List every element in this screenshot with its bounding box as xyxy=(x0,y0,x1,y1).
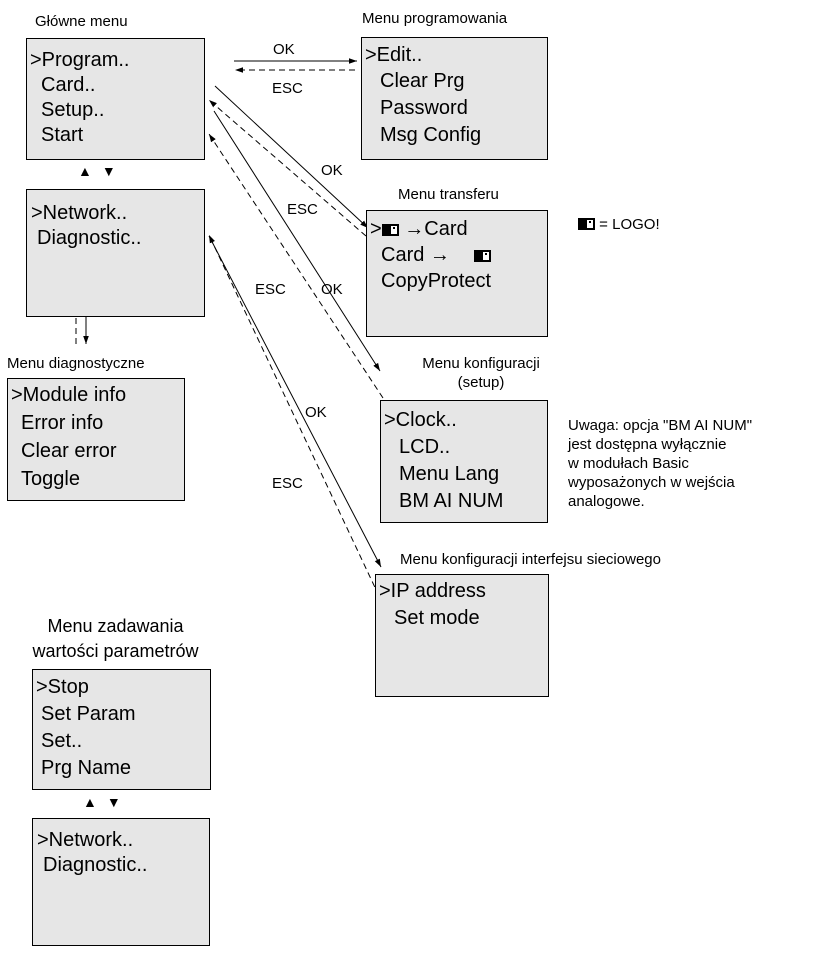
param-menu-item-stop: >Stop xyxy=(36,676,89,698)
logo-icon xyxy=(381,224,399,236)
label-esc-network: ESC xyxy=(272,475,303,492)
network-menu-title: Menu konfiguracji interfejsu sieciowego xyxy=(400,551,661,568)
diag-menu-item-clear-error: Clear error xyxy=(21,440,117,462)
label-esc-config: ESC xyxy=(255,281,286,298)
diag-menu-item-toggle: Toggle xyxy=(21,468,80,490)
param-menu-item-set-param: Set Param xyxy=(41,703,136,725)
main-menu-item-card: Card.. xyxy=(41,74,96,96)
main-menu-item-program: >Program.. xyxy=(30,49,130,71)
program-menu-item-msg-config: Msg Config xyxy=(380,124,482,146)
config-note: Uwaga: opcja "BM AI NUM" jest dostępna w… xyxy=(568,416,752,511)
config-note-line: wyposażonych w wejścia xyxy=(568,474,735,491)
arrow-esc-transfer xyxy=(208,99,367,237)
diag-menu-item-error-info: Error info xyxy=(21,412,104,434)
logo-icon xyxy=(473,250,491,262)
config-note-line: analogowe. xyxy=(568,493,645,510)
label-ok-program: OK xyxy=(273,41,295,58)
transfer-menu-item-card-to: Card → xyxy=(381,243,491,268)
logo-icon xyxy=(578,218,595,230)
config-menu-item-lcd: LCD.. xyxy=(399,436,451,458)
program-menu-item-password: Password xyxy=(380,97,468,119)
param-menu-title-2: wartości parametrów xyxy=(32,641,199,661)
diag-menu-title: Menu diagnostyczne xyxy=(7,355,145,372)
transfer-menu-item-copyprotect: CopyProtect xyxy=(381,270,492,292)
param-menu-nav-arrows: ▲▼ xyxy=(83,794,131,810)
label-esc-program: ESC xyxy=(272,80,303,97)
main-menu-item-setup: Setup.. xyxy=(41,99,105,121)
config-menu-item-clock: >Clock.. xyxy=(384,409,457,431)
transfer-to-card-label: →Card xyxy=(404,218,468,240)
label-ok-config: OK xyxy=(321,281,343,298)
logo-legend-text: = LOGO! xyxy=(599,216,660,233)
arrow-ok-transfer xyxy=(214,85,369,229)
config-note-line: w modułach Basic xyxy=(568,455,689,472)
config-note-line: jest dostępna wyłącznie xyxy=(568,436,727,453)
config-menu-screen: >Clock.. LCD.. Menu Lang BM AI NUM xyxy=(380,400,548,523)
main-menu-nav-arrows: ▲▼ xyxy=(78,163,126,179)
main-submenu-item-network: >Network.. xyxy=(31,202,128,224)
diag-menu-item-module-info: >Module info xyxy=(11,384,127,406)
config-menu-title-1: Menu konfiguracji xyxy=(422,355,540,372)
param-submenu-item-diagnostic: Diagnostic.. xyxy=(43,854,148,876)
transfer-menu-screen: > →Card Card → CopyProtect xyxy=(366,210,548,337)
program-menu-item-edit: >Edit.. xyxy=(365,44,423,66)
label-esc-transfer: ESC xyxy=(287,201,318,218)
main-menu-item-start: Start xyxy=(41,124,84,146)
network-menu-screen: >IP address Set mode xyxy=(375,574,549,697)
config-note-line: Uwaga: opcja "BM AI NUM" xyxy=(568,417,753,434)
param-menu-item-prg-name: Prg Name xyxy=(41,757,132,779)
param-menu-item-set: Set.. xyxy=(41,730,83,752)
diag-menu-screen: >Module info Error info Clear error Togg… xyxy=(7,378,185,501)
transfer-menu-item-to-card: > →Card xyxy=(370,217,468,242)
transfer-menu-title: Menu transferu xyxy=(398,186,499,203)
arrow-ok-config xyxy=(213,110,381,372)
network-menu-item-set-mode: Set mode xyxy=(394,607,480,629)
param-menu-screen: >Stop Set Param Set.. Prg Name xyxy=(32,669,211,790)
config-menu-item-bm-ai-num: BM AI NUM xyxy=(399,490,504,512)
arrow-esc-config xyxy=(208,133,384,399)
config-menu-title-2: (setup) xyxy=(457,374,505,391)
program-menu-title: Menu programowania xyxy=(362,10,508,27)
logo-legend: = LOGO! xyxy=(578,216,660,234)
main-submenu-item-diagnostic: Diagnostic.. xyxy=(37,227,142,249)
program-menu-screen: >Edit.. Clear Prg Password Msg Config xyxy=(361,37,548,160)
label-ok-transfer: OK xyxy=(321,162,343,179)
main-menu-title: Główne menu xyxy=(35,13,128,30)
config-menu-item-menu-lang: Menu Lang xyxy=(399,463,500,485)
arrow-ok-network xyxy=(208,235,382,568)
param-submenu-item-network: >Network.. xyxy=(37,829,134,851)
main-submenu-screen: >Network.. Diagnostic.. xyxy=(26,189,205,317)
transfer-card-to-label: Card → xyxy=(381,244,450,266)
label-ok-network: OK xyxy=(305,404,327,421)
program-menu-item-clear-prg: Clear Prg xyxy=(380,70,465,92)
param-menu-title-1: Menu zadawania xyxy=(47,616,184,636)
main-menu-screen: >Program.. Card.. Setup.. Start xyxy=(26,38,205,160)
network-menu-item-ip-address: >IP address xyxy=(379,580,486,602)
transfer-prefix: > xyxy=(370,218,382,240)
param-submenu-screen: >Network.. Diagnostic.. xyxy=(32,818,210,946)
arrow-esc-network xyxy=(208,234,380,597)
